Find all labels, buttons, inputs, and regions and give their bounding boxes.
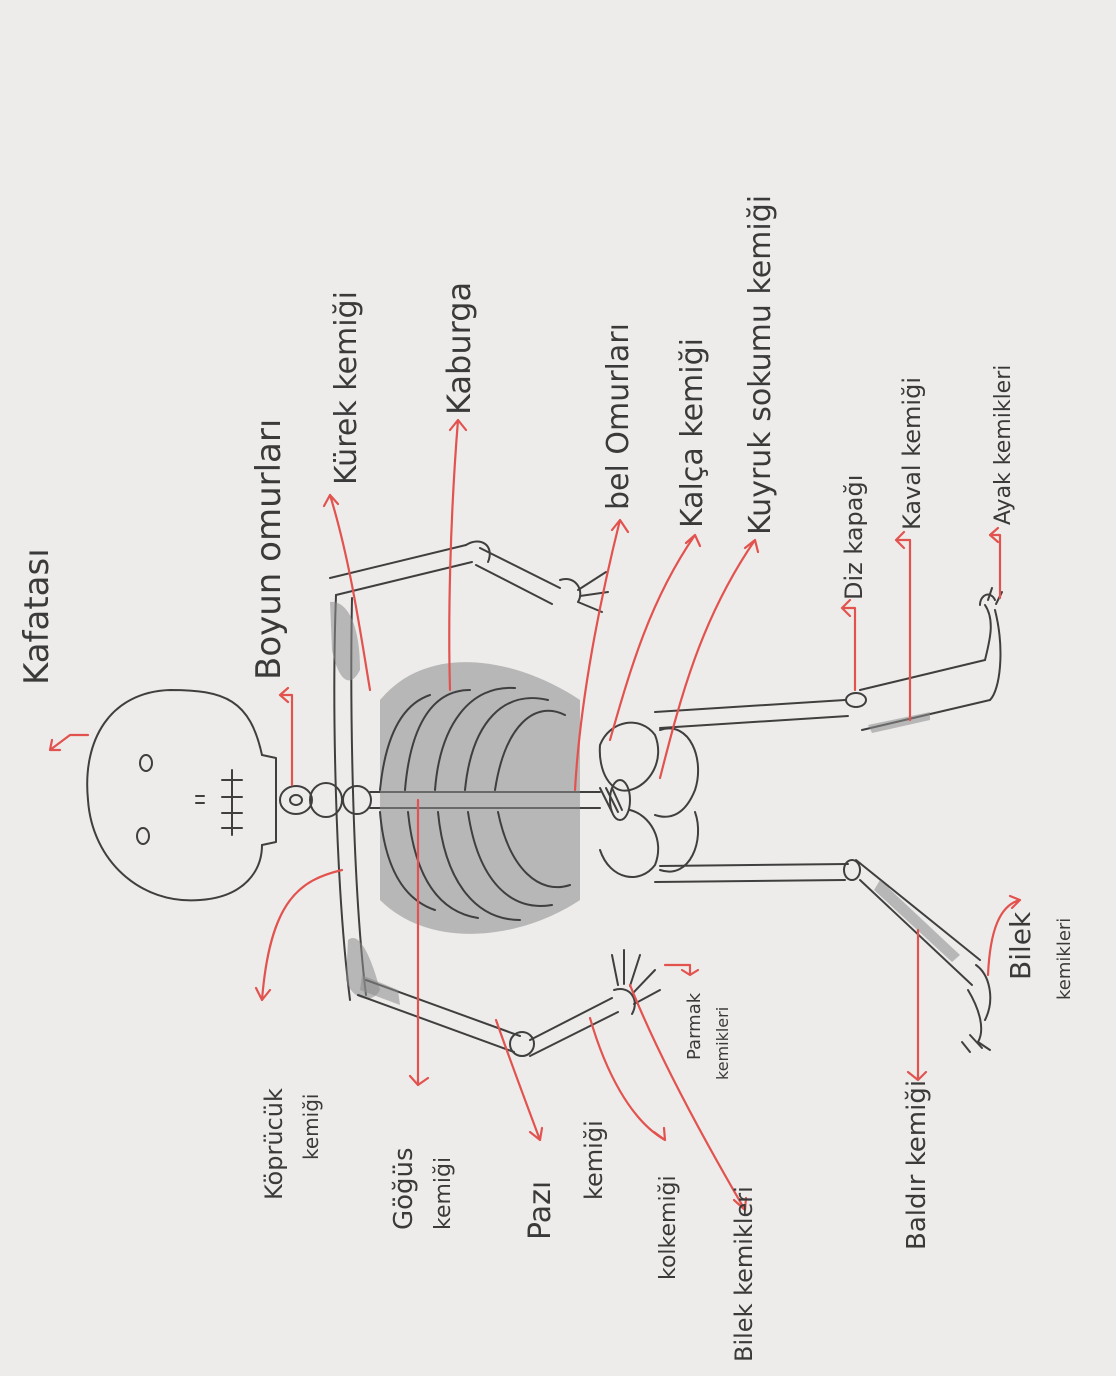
label-boyun: Boyun omurları — [249, 419, 289, 680]
label-ayak: Ayak kemikleri — [991, 365, 1016, 525]
label-kaval: Kaval kemiği — [898, 377, 926, 530]
label-pazi-2: kemiği — [580, 1120, 608, 1200]
label-kaburga: Kaburga — [440, 282, 478, 415]
label-kalca: Kalça kemiği — [675, 338, 710, 528]
label-bilek-lower-2: kemikleri — [1054, 918, 1075, 1000]
label-diz: Diz kapağı — [840, 475, 868, 600]
label-koprucuk-1: Köprücük — [260, 1088, 288, 1200]
label-kuyruk: Kuyruk sokumu kemiği — [743, 195, 778, 535]
label-parmak-1: Parmak — [684, 992, 705, 1060]
label-koprucuk-2: kemiği — [299, 1094, 323, 1160]
label-kurek: Kürek kemiği — [329, 291, 364, 485]
label-bel: bel Omurları — [601, 323, 636, 510]
label-bilek-upper: Bilek kemikleri — [730, 1186, 758, 1362]
label-parmak-2: kemikleri — [713, 1007, 732, 1080]
ribcage — [380, 662, 580, 934]
label-bilek-lower-1: Bilek — [1004, 911, 1037, 980]
label-pazi-1: Pazı — [523, 1181, 558, 1240]
label-kol: kolkemiği — [656, 1175, 681, 1280]
label-gogus-2: kemiği — [431, 1157, 456, 1230]
label-kafatasi: Kafatası — [17, 548, 57, 685]
label-gogus-1: Göğüs — [389, 1147, 419, 1230]
label-baldir: Baldır kemiği — [902, 1080, 932, 1250]
